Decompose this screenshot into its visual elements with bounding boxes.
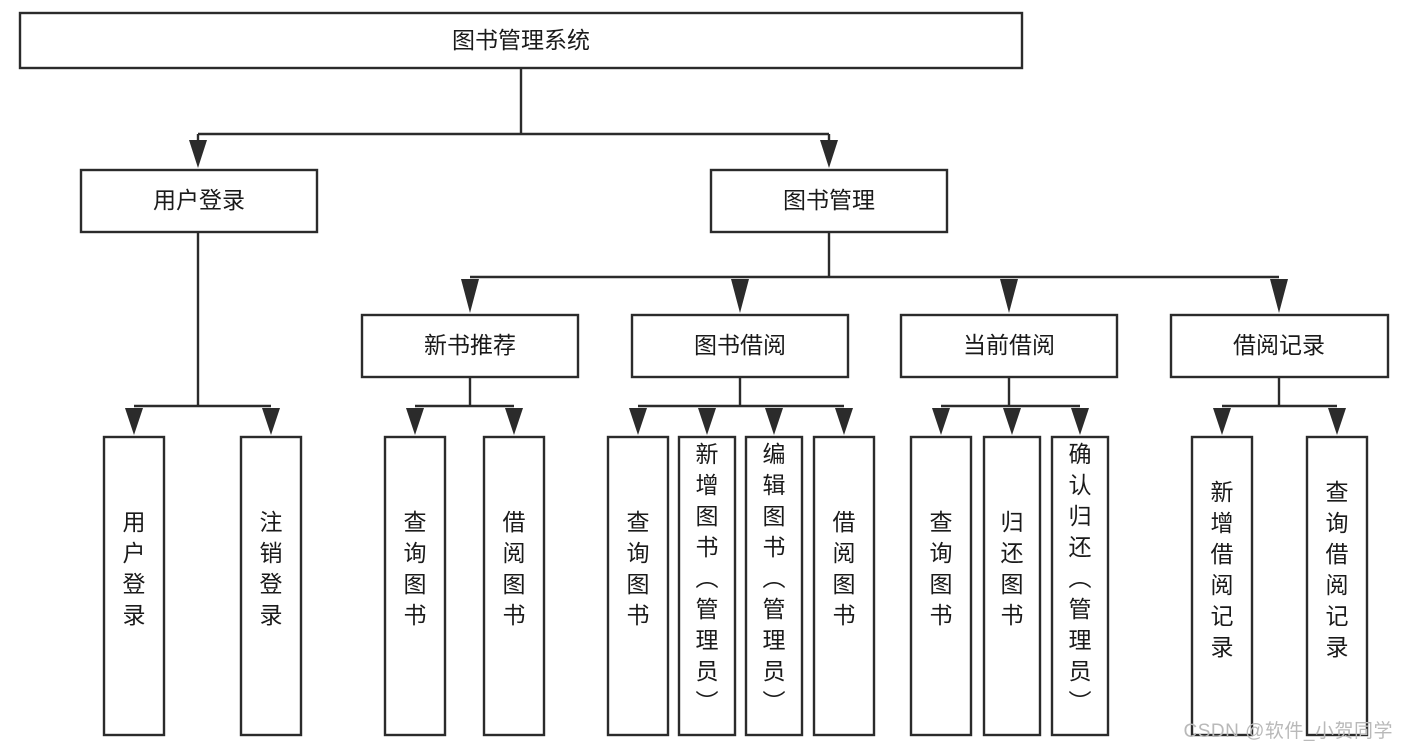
node-book-borrow-rect[interactable] [630, 313, 850, 379]
node-root[interactable]: 图书管理系统 [18, 11, 1024, 70]
arrowhead-leaf-return-book [1003, 408, 1021, 435]
node-leaf-query-book-1-label: 查询图书 [404, 509, 427, 628]
connector-layer [125, 68, 1346, 435]
node-leaf-edit-book-rect[interactable] [744, 435, 804, 737]
node-leaf-edit-book[interactable]: 编辑图书︵管理员︶ [744, 435, 804, 737]
node-book-manage[interactable]: 图书管理 [709, 168, 949, 234]
node-current-borrow[interactable]: 当前借阅 [899, 313, 1119, 379]
node-leaf-query-book-1-rect[interactable] [383, 435, 447, 737]
arrowhead-leaf-add-record [1213, 408, 1231, 435]
node-leaf-query-book-3[interactable]: 查询图书 [909, 435, 973, 737]
node-leaf-confirm-return-rect[interactable] [1050, 435, 1110, 737]
arrowhead-book-borrow [731, 279, 749, 313]
node-book-manage-rect[interactable] [709, 168, 949, 234]
arrowhead-user-login [189, 140, 207, 168]
node-leaf-edit-book-label: 编辑图书︵管理员︶ [763, 441, 786, 715]
arrowhead-current-borrow [1000, 279, 1018, 313]
node-leaf-add-book[interactable]: 新增图书︵管理员︶ [677, 435, 737, 737]
arrowhead-leaf-query-book-3 [932, 408, 950, 435]
node-leaf-borrow-book-1-rect[interactable] [482, 435, 546, 737]
arrowhead-leaf-edit-book [765, 408, 783, 435]
node-leaf-logout-rect[interactable] [239, 435, 303, 737]
node-leaf-user-login-label: 用户登录 [123, 509, 146, 628]
node-leaf-query-book-2-label: 查询图书 [627, 509, 650, 628]
node-leaf-query-book-1[interactable]: 查询图书 [383, 435, 447, 737]
node-leaf-add-record[interactable]: 新增借阅记录 [1190, 435, 1254, 737]
node-leaf-query-record[interactable]: 查询借阅记录 [1305, 435, 1369, 737]
node-new-book-rec-rect[interactable] [360, 313, 580, 379]
arrowhead-leaf-add-book [698, 408, 716, 435]
node-leaf-add-book-rect[interactable] [677, 435, 737, 737]
arrowhead-leaf-logout [262, 408, 280, 435]
node-leaf-return-book-label: 归还图书 [1001, 509, 1024, 628]
arrowhead-leaf-query-book-1 [406, 408, 424, 435]
node-leaf-add-book-label: 新增图书︵管理员︶ [696, 441, 719, 715]
node-current-borrow-rect[interactable] [899, 313, 1119, 379]
arrowhead-leaf-query-book-2 [629, 408, 647, 435]
node-leaf-user-login-rect[interactable] [102, 435, 166, 737]
arrowhead-leaf-confirm-return [1071, 408, 1089, 435]
arrowhead-new-book-rec [461, 279, 479, 313]
node-leaf-return-book-rect[interactable] [982, 435, 1042, 737]
node-leaf-query-book-3-rect[interactable] [909, 435, 973, 737]
node-user-login-rect[interactable] [79, 168, 319, 234]
node-new-book-rec-label: 新书推荐 [424, 332, 516, 358]
node-leaf-return-book[interactable]: 归还图书 [982, 435, 1042, 737]
node-leaf-add-record-rect[interactable] [1190, 435, 1254, 737]
node-book-borrow[interactable]: 图书借阅 [630, 313, 850, 379]
node-borrow-record-label: 借阅记录 [1233, 332, 1325, 358]
node-leaf-logout[interactable]: 注销登录 [239, 435, 303, 737]
node-leaf-confirm-return-label: 确认归还︵管理员︶ [1069, 441, 1092, 715]
csdn-watermark: CSDN @软件_小贺同学 [1183, 721, 1393, 742]
node-book-manage-label: 图书管理 [783, 187, 875, 213]
node-root-rect[interactable] [18, 11, 1024, 70]
arrowhead-leaf-borrow-book-2 [835, 408, 853, 435]
node-leaf-borrow-book-1[interactable]: 借阅图书 [482, 435, 546, 737]
node-leaf-query-record-rect[interactable] [1305, 435, 1369, 737]
node-user-login-label: 用户登录 [153, 187, 245, 213]
node-leaf-add-record-label: 新增借阅记录 [1211, 479, 1234, 660]
arrowhead-leaf-query-record [1328, 408, 1346, 435]
node-leaf-query-book-2-rect[interactable] [606, 435, 670, 737]
arrowhead-borrow-record [1270, 279, 1288, 313]
arrowhead-book-manage [820, 140, 838, 168]
node-leaf-query-record-label: 查询借阅记录 [1326, 479, 1349, 660]
node-user-login[interactable]: 用户登录 [79, 168, 319, 234]
node-borrow-record[interactable]: 借阅记录 [1169, 313, 1390, 379]
node-borrow-record-rect[interactable] [1169, 313, 1390, 379]
node-leaf-logout-label: 注销登录 [260, 509, 283, 628]
node-leaf-borrow-book-1-label: 借阅图书 [503, 509, 526, 628]
node-leaf-borrow-book-2-rect[interactable] [812, 435, 876, 737]
node-leaf-query-book-2[interactable]: 查询图书 [606, 435, 670, 737]
arrowhead-leaf-borrow-book-1 [505, 408, 523, 435]
node-leaf-borrow-book-2[interactable]: 借阅图书 [812, 435, 876, 737]
node-new-book-rec[interactable]: 新书推荐 [360, 313, 580, 379]
node-root-label: 图书管理系统 [452, 27, 590, 53]
node-leaf-borrow-book-2-label: 借阅图书 [833, 509, 856, 628]
node-book-borrow-label: 图书借阅 [694, 332, 786, 358]
arrowhead-leaf-user-login [125, 408, 143, 435]
node-current-borrow-label: 当前借阅 [963, 332, 1055, 358]
node-leaf-confirm-return[interactable]: 确认归还︵管理员︶ [1050, 435, 1110, 737]
node-leaf-user-login[interactable]: 用户登录 [102, 435, 166, 737]
node-leaf-query-book-3-label: 查询图书 [930, 509, 953, 628]
